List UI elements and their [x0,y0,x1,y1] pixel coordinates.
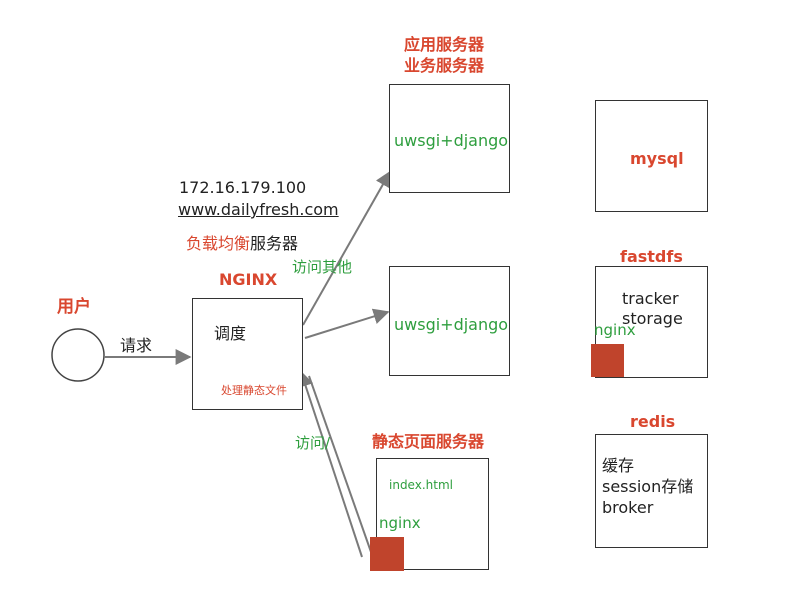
app-server-1-label: uwsgi+django [394,131,509,150]
fastdfs-nginx-square [591,344,624,377]
redis-title: redis [630,412,676,431]
app-server-box-1: uwsgi+django [389,84,510,193]
redis-cache-label: 缓存 [602,456,635,475]
access-other-label: 访问其他 [292,258,353,276]
lb-title-black: 服务器 [250,234,299,253]
access-root-label: 访问/ [295,434,331,452]
fastdfs-nginx-label: nginx [594,321,636,339]
redis-box: 缓存 session存储 broker [595,434,708,548]
lb-ip: 172.16.179.100 [179,178,307,197]
user-circle [51,328,105,382]
static-nginx-square [370,537,404,571]
tracker-label: tracker [622,289,679,308]
fastdfs-title: fastdfs [620,247,683,266]
app-server-title-1: 应用服务器 [404,35,485,54]
lb-domain: www.dailyfresh.com [178,200,339,219]
schedule-label: 调度 [214,324,247,343]
nginx-lb-box: 调度 处理静态文件 [192,298,303,410]
app-server-title-2: 业务服务器 [404,56,485,75]
static-handling-label: 处理静态文件 [221,384,287,397]
app-server-2-label: uwsgi+django [394,315,509,334]
arrow-static-back [308,375,372,553]
storage-label: storage [622,309,683,328]
user-label: 用户 [57,297,91,317]
static-server-title: 静态页面服务器 [372,432,485,451]
arrow-to-app-server-2 [304,308,390,339]
request-label: 请求 [120,336,153,355]
app-server-box-2: uwsgi+django [389,266,510,376]
redis-session-label: session存储 [602,477,694,496]
lb-title: 负载均衡服务器 [186,236,298,252]
arrow-to-app-server-1 [302,170,391,326]
static-nginx-label: nginx [379,514,421,532]
mysql-box: mysql [595,100,708,212]
mysql-label: mysql [630,149,684,168]
lb-title-red: 负载均衡 [186,234,251,253]
redis-broker-label: broker [602,498,654,517]
arrow-to-static-server [297,370,363,558]
nginx-title: NGINX [219,270,278,289]
index-html-label: index.html [389,478,453,492]
